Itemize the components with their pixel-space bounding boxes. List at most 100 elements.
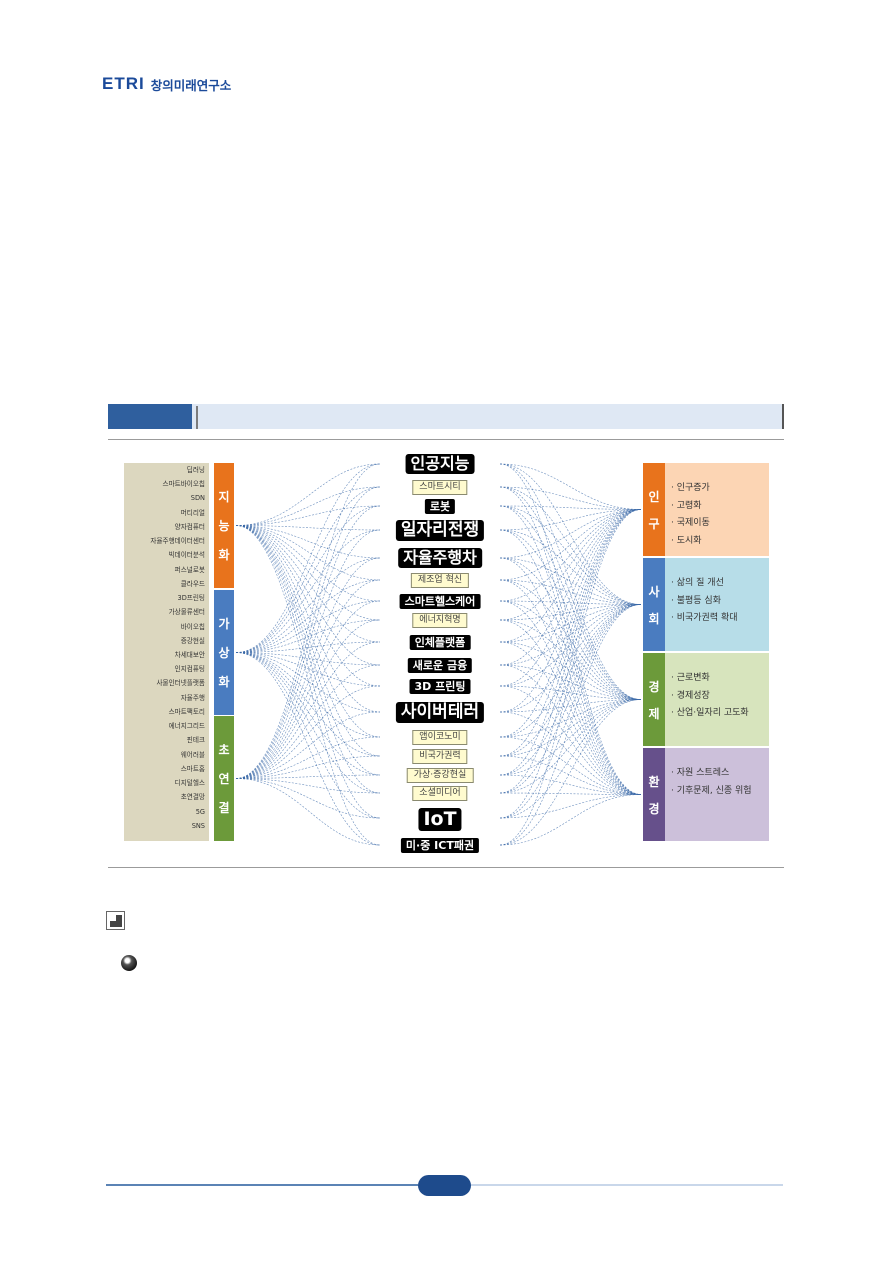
connection-line bbox=[499, 505, 642, 605]
connection-line bbox=[499, 529, 642, 795]
connection-line bbox=[235, 557, 381, 653]
bullet-sphere-icon bbox=[121, 955, 137, 971]
category-item: · 삶의 질 개선 bbox=[671, 578, 724, 588]
connection-line bbox=[235, 778, 381, 819]
connection-line bbox=[499, 699, 642, 819]
connection-line bbox=[499, 505, 642, 795]
connection-line bbox=[235, 525, 381, 687]
category-item: · 경제성장 bbox=[671, 690, 710, 701]
keyword-item: 딥러닝 bbox=[186, 466, 205, 474]
connection-line bbox=[235, 579, 381, 653]
connection-line bbox=[499, 699, 642, 776]
keyword-item: 스마트팩토리 bbox=[168, 707, 205, 716]
connection-line bbox=[499, 579, 642, 700]
category-item: · 자원 스트레스 bbox=[671, 768, 730, 778]
keyword-item: 빅데이터분석 bbox=[168, 551, 205, 560]
category-char: 제 bbox=[648, 706, 660, 721]
connection-line bbox=[499, 604, 642, 666]
connection-line bbox=[235, 652, 381, 666]
connection-line bbox=[235, 463, 381, 653]
connection-line bbox=[235, 778, 381, 794]
section-square-icon bbox=[106, 911, 125, 930]
connection-line bbox=[499, 463, 642, 605]
connection-line bbox=[235, 619, 381, 779]
connection-line bbox=[235, 652, 381, 819]
center-label-2: 로봇 bbox=[424, 499, 456, 514]
connection-line bbox=[235, 774, 381, 779]
connection-line bbox=[499, 794, 642, 846]
connection-line bbox=[235, 525, 381, 602]
connection-line bbox=[235, 711, 381, 779]
category-box-3 bbox=[652, 748, 769, 841]
keyword-item: SDN bbox=[190, 494, 205, 503]
connection-line bbox=[235, 486, 381, 653]
connection-line bbox=[499, 619, 642, 795]
connection-line bbox=[499, 699, 642, 738]
connection-line bbox=[499, 509, 642, 713]
connection-line bbox=[499, 509, 642, 757]
connection-line bbox=[499, 664, 642, 795]
category-char: 회 bbox=[648, 611, 660, 626]
connection-line bbox=[235, 755, 381, 779]
footer-line-left bbox=[106, 1184, 418, 1186]
connection-line bbox=[499, 604, 642, 738]
category-box-1 bbox=[652, 558, 769, 651]
category-item: · 근로변화 bbox=[671, 673, 710, 683]
category-item: · 불평등 심화 bbox=[671, 595, 721, 606]
connection-line bbox=[499, 509, 642, 819]
connection-line bbox=[499, 486, 642, 510]
center-label-15: 소셜미디어 bbox=[412, 786, 468, 801]
keyword-item: 스마트바이오칩 bbox=[162, 480, 205, 489]
connection-line bbox=[235, 652, 381, 776]
center-label-9: 새로운 금융 bbox=[407, 658, 473, 673]
connection-line bbox=[235, 525, 381, 713]
keyword-item: 초연결망 bbox=[180, 793, 205, 802]
center-label-17: 미·중 ICT패권 bbox=[400, 838, 480, 853]
connection-line bbox=[499, 774, 642, 795]
connection-line bbox=[235, 557, 381, 779]
category-box-2 bbox=[652, 653, 769, 746]
connection-line bbox=[235, 778, 381, 846]
keyword-item: 디지털헬스 bbox=[174, 779, 205, 788]
connection-line bbox=[235, 529, 381, 779]
connection-line bbox=[235, 652, 381, 757]
connection-line bbox=[499, 604, 642, 687]
figure-caption-end bbox=[782, 404, 784, 429]
category-item: · 산업·일자리 고도화 bbox=[671, 708, 749, 718]
connection-line bbox=[499, 505, 642, 510]
keyword-item: 바이오칩 bbox=[180, 622, 205, 631]
connection-line bbox=[235, 525, 381, 581]
connection-line bbox=[235, 525, 381, 531]
connection-line bbox=[499, 604, 642, 713]
connection-line bbox=[499, 509, 642, 794]
driver-char: 화 bbox=[218, 675, 230, 689]
figure-caption-separator bbox=[196, 406, 198, 429]
category-item: · 국제이동 bbox=[671, 518, 710, 528]
connection-line bbox=[499, 604, 642, 846]
connection-line bbox=[235, 525, 381, 794]
figure-caption-tag bbox=[108, 404, 192, 429]
connection-line bbox=[499, 463, 642, 700]
center-label-14: 가상·증강현실 bbox=[406, 768, 474, 783]
center-label-12: 앱이코노미 bbox=[412, 730, 468, 745]
connection-line bbox=[499, 557, 642, 795]
keyword-item: 사물인터넷플랫폼 bbox=[156, 679, 205, 688]
connection-line bbox=[499, 509, 642, 643]
connection-line bbox=[499, 600, 642, 605]
connection-line bbox=[499, 641, 642, 700]
keyword-item: 자율주행데이터센터 bbox=[150, 537, 205, 546]
connection-line bbox=[235, 525, 381, 643]
connection-line bbox=[499, 509, 642, 531]
category-item: · 비국가권력 확대 bbox=[671, 613, 738, 623]
keyword-item: 에너지그리드 bbox=[168, 722, 205, 731]
driver-char: 상 bbox=[218, 646, 230, 660]
connection-line bbox=[235, 525, 381, 621]
connection-line bbox=[235, 463, 381, 779]
connection-line bbox=[499, 463, 642, 795]
keyword-item: 차세대보안 bbox=[174, 651, 205, 659]
keyword-item: 머티리얼 bbox=[180, 508, 205, 517]
connection-line bbox=[499, 641, 642, 795]
